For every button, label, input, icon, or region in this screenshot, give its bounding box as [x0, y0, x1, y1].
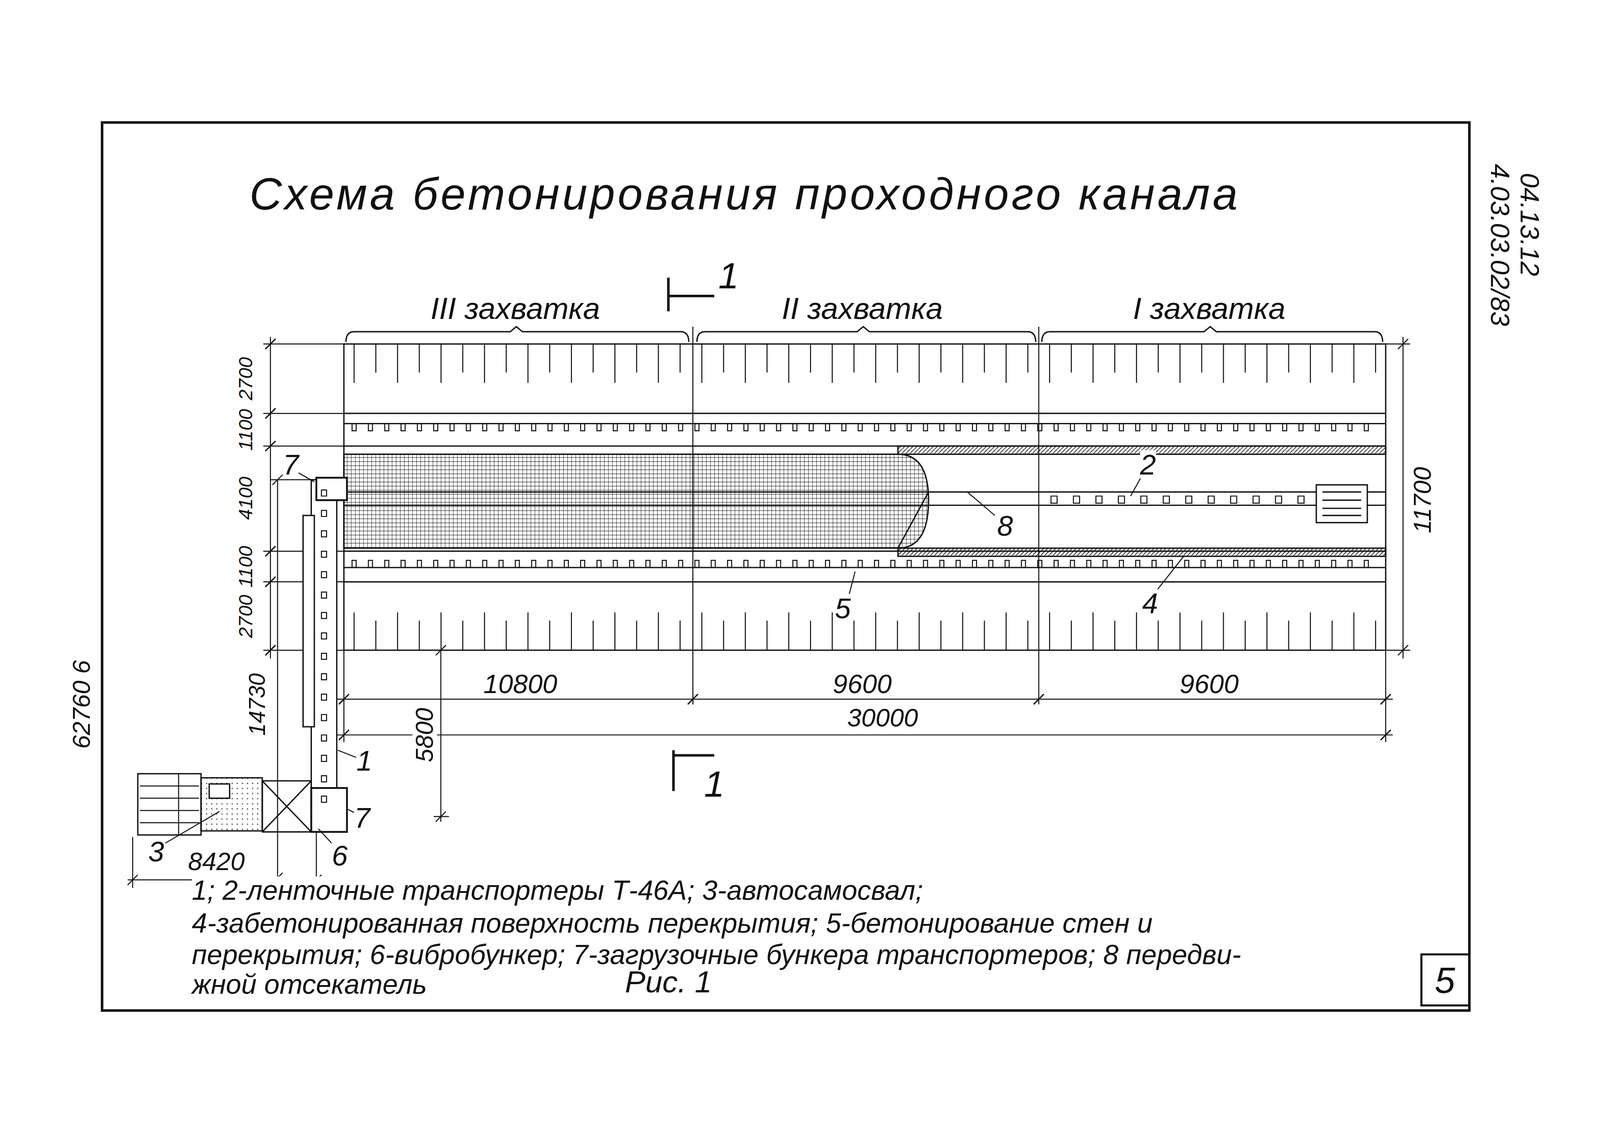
callout-number: 1: [356, 745, 373, 775]
drawing-title: Схема бетонирования проходного канала: [249, 171, 1241, 217]
dimension: 2700: [236, 357, 256, 401]
dimension-ticks: [265, 338, 276, 656]
truck-cab-lines: [140, 773, 200, 835]
key-text: 4-забетонированная поверхность перекрыти…: [192, 908, 1154, 936]
truck-cab: [137, 773, 202, 835]
linework: [102, 122, 1470, 1010]
conveyor-1-frame: [303, 515, 315, 727]
callout-number: 7: [282, 450, 299, 479]
dimension: 11700: [1410, 467, 1435, 534]
vibrobunker: [262, 780, 312, 832]
figure-caption: Рис. 1: [624, 966, 712, 998]
section-mark-number: 1: [704, 765, 725, 803]
archive-number: 62760 6: [69, 659, 94, 749]
repeated-marks: [321, 343, 1376, 802]
segment-name: III захватка: [430, 292, 601, 324]
key-text: жной отсекатель: [192, 969, 428, 998]
brace: [696, 326, 1036, 343]
segment-name: II захватка: [781, 292, 943, 324]
leader-lines: [165, 472, 1184, 843]
concreting-area: [343, 454, 929, 549]
dimension-lines: [1385, 336, 1411, 659]
dimension: 9600: [1179, 670, 1239, 697]
brace: [1041, 326, 1383, 343]
callout-number: 6: [332, 841, 349, 870]
channel-lines: [343, 413, 1386, 582]
document-code: 4.03.03.02/83: [1486, 163, 1514, 327]
cutter: [898, 491, 929, 548]
conveyor-1: [311, 479, 337, 806]
dimension: 1100: [236, 408, 256, 451]
hopper-7: [311, 787, 347, 832]
page-number: 5: [1434, 961, 1456, 999]
callout-number: 5: [835, 593, 852, 623]
callout-number: 8: [997, 511, 1013, 541]
hopper-7: [316, 477, 348, 500]
section-mark: [668, 277, 715, 312]
dimension: 10800: [483, 670, 558, 697]
sheet-frame: [102, 122, 1470, 1010]
dimension: 4100: [236, 476, 256, 520]
page-box: [1421, 954, 1470, 1006]
wall-hatch: [898, 547, 1386, 556]
brace: [345, 326, 689, 343]
dimension: 9600: [832, 670, 892, 697]
conveyor-head: [1316, 484, 1368, 523]
dimension: 2700: [236, 594, 256, 639]
callout-number: 7: [354, 803, 371, 832]
segment-divider: [692, 326, 1039, 705]
callout-number: 4: [1142, 588, 1159, 618]
dimension-lines: [336, 649, 1393, 742]
conveyor-head-lines: [1322, 491, 1362, 515]
dimension: 1100: [236, 545, 256, 588]
conveyor-2: [343, 491, 1386, 505]
dimension: 8420: [187, 848, 245, 874]
dimension-ticks: [338, 693, 1392, 740]
key-text: перекрытия; 6-вибробункер; 7-загрузочные…: [192, 940, 1242, 968]
truck-detail: [209, 783, 230, 798]
dimension: 14730: [245, 672, 269, 736]
document-code: 04.13.12: [1516, 172, 1543, 277]
segment-name: I захватка: [1132, 292, 1286, 324]
callout-number: 2: [1139, 450, 1156, 479]
channel-outline: [343, 343, 1386, 650]
formwork-ticks: [321, 343, 1376, 802]
dimension: 5800: [412, 707, 437, 762]
truck-body: [201, 777, 263, 831]
callout-number: 3: [148, 836, 165, 866]
dimension: 30000: [846, 704, 918, 731]
key-text: 1; 2-ленточные транспортеры Т-46А; 3-авт…: [192, 876, 924, 904]
section-mark-number: 1: [718, 257, 739, 295]
